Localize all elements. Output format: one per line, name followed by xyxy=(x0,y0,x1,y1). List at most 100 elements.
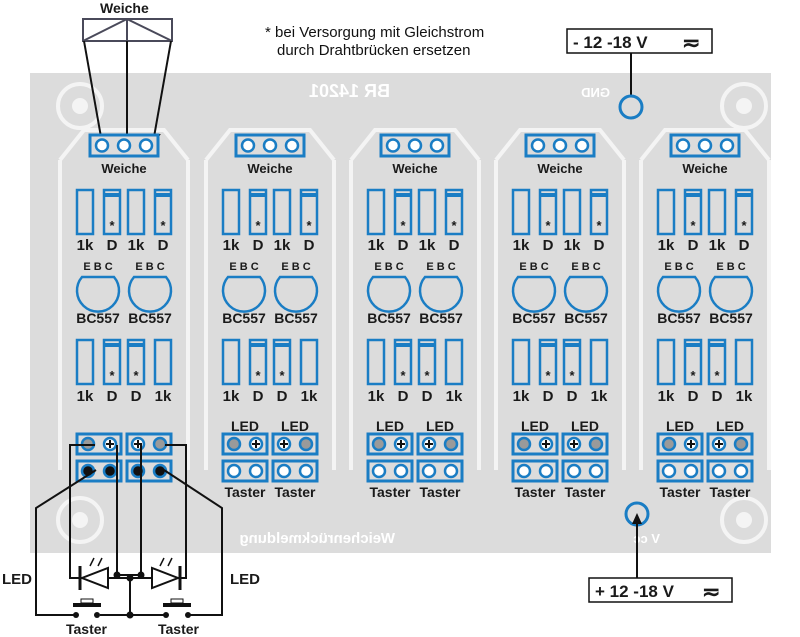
resistor xyxy=(511,338,531,386)
resistor xyxy=(734,338,754,386)
diode-mark: * xyxy=(690,218,696,233)
button-label: Taster xyxy=(275,484,317,500)
resistor-label: 1k xyxy=(513,388,530,405)
pad xyxy=(661,463,677,479)
external-button-right-label: Taster xyxy=(158,621,200,637)
resistor-label: 1k xyxy=(368,237,385,254)
resistor-label: 1k xyxy=(368,388,385,405)
plus-icon xyxy=(134,440,142,448)
transistor xyxy=(563,275,609,313)
diode-mark: * xyxy=(741,218,747,233)
diode-mark: * xyxy=(424,368,430,383)
pcb-traces xyxy=(58,128,771,470)
pad xyxy=(248,463,264,479)
diode xyxy=(153,188,173,236)
turnout-connector-label: Weiche xyxy=(247,161,292,176)
resistor xyxy=(153,338,173,386)
transistor-pins-label: E B C xyxy=(135,261,164,273)
diode-mark: * xyxy=(596,218,602,233)
ac-dc-symbol: ≂ xyxy=(702,579,720,604)
transistor xyxy=(366,275,412,313)
resistor-label: 1k xyxy=(709,237,726,254)
diode xyxy=(683,338,703,386)
transistor-pins-label: E B C xyxy=(281,261,310,273)
pad xyxy=(385,138,401,153)
transistor xyxy=(127,275,173,313)
diode-mark: * xyxy=(545,368,551,383)
turnout-title: Weiche xyxy=(100,0,149,16)
diode xyxy=(299,188,319,236)
mounting-hole xyxy=(720,496,768,544)
diode xyxy=(562,338,582,386)
supply-negative-box xyxy=(566,28,713,54)
resistor xyxy=(444,338,464,386)
diode-mark: * xyxy=(255,218,261,233)
pad-grey xyxy=(661,436,677,452)
resistor-label: 1k xyxy=(274,237,291,254)
diode-label: D xyxy=(398,237,409,254)
resistor-label: 1k xyxy=(446,388,463,405)
transistor xyxy=(273,275,319,313)
diode-label: D xyxy=(594,237,605,254)
button-label: Taster xyxy=(515,484,557,500)
diode xyxy=(707,338,727,386)
plus-icon xyxy=(570,440,578,448)
diode-mark: * xyxy=(400,368,406,383)
led-label: LED xyxy=(231,418,259,434)
resistor xyxy=(299,338,319,386)
mounting-hole xyxy=(56,82,104,130)
turnout-connector-label: Weiche xyxy=(101,161,146,176)
transistor xyxy=(418,275,464,313)
supply-positive: + 12 -18 V ≂ xyxy=(588,501,733,604)
pad xyxy=(371,463,387,479)
board-title-label: Weichenrückmeldung xyxy=(239,530,395,547)
button-left xyxy=(73,598,101,618)
resistor xyxy=(656,188,676,236)
diode-mark: * xyxy=(306,218,312,233)
turnout-connector-label: Weiche xyxy=(392,161,437,176)
diode xyxy=(444,188,464,236)
button-right xyxy=(163,598,191,618)
board-id-label: BR 14201 xyxy=(309,81,390,101)
pad xyxy=(298,463,314,479)
led-right-icon xyxy=(151,566,181,590)
diode-label: D xyxy=(107,237,118,254)
pad xyxy=(719,138,735,153)
transistor-label: BC557 xyxy=(512,310,556,326)
pad xyxy=(102,463,118,479)
pad-grey xyxy=(588,436,604,452)
transistor-pins-label: E B C xyxy=(374,261,403,273)
junctions xyxy=(113,571,145,619)
supply-positive-label: + 12 -18 V xyxy=(595,582,675,601)
plus-icon xyxy=(687,440,695,448)
diode-label: D xyxy=(688,388,699,405)
diode-label: D xyxy=(304,237,315,254)
note-line-1: * bei Versorgung mit Gleichstrom xyxy=(265,24,484,41)
diode-label: D xyxy=(422,388,433,405)
diode-mark: * xyxy=(545,218,551,233)
button-label: Taster xyxy=(370,484,412,500)
resistor xyxy=(75,338,95,386)
transistor-pins-label: E B C xyxy=(716,261,745,273)
pad-grey xyxy=(443,436,459,452)
diode-mark: * xyxy=(714,368,720,383)
diode xyxy=(538,338,558,386)
resistor-label: 1k xyxy=(77,237,94,254)
external-led-left-label: LED xyxy=(2,571,32,588)
diode-label: D xyxy=(712,388,723,405)
resistor-label: 1k xyxy=(301,388,318,405)
diode-mark: * xyxy=(133,368,139,383)
transistor xyxy=(75,275,121,313)
gnd-terminal[interactable] xyxy=(618,94,644,120)
pad xyxy=(538,463,554,479)
led-left-icon xyxy=(79,566,109,590)
external-button-left-label: Taster xyxy=(66,621,108,637)
diode xyxy=(126,338,146,386)
supply-negative-label: - 12 -18 V xyxy=(573,33,648,52)
pad xyxy=(130,463,146,479)
led-left xyxy=(78,557,109,590)
diode xyxy=(538,188,558,236)
diode-label: D xyxy=(398,388,409,405)
transistor-pins-label: E B C xyxy=(571,261,600,273)
